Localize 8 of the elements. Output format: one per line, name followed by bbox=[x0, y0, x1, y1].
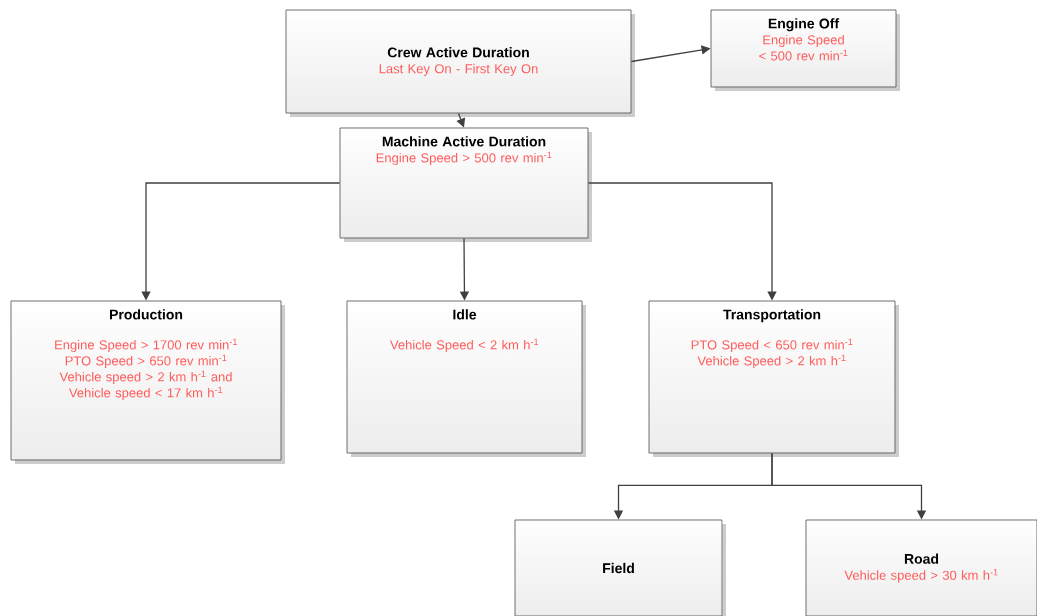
process-box: Production Engine Speed > 1700 rev min$^{-1}$ PTO Speed > 650 rev min$^{-1}$ Vehicle speed > 2 km h$^{-1}$ and Vehicle speed < 17 km h$^{-1}$ bbox=[10, 300, 285, 464]
process-box: Crew Active Duration Last Key On - First Key On bbox=[285, 9, 635, 117]
process-box: Machine Active Duration Engine Speed > 500 rev min$^{-1}$ bbox=[339, 127, 592, 242]
process-box: Transportation PTO Speed < 650 rev min$^{-1}$ Vehicle Speed > 2 km h$^{-1}$ bbox=[648, 300, 899, 457]
process-box: Road Vehicle speed > 30 km h$^{-1}$ bbox=[805, 519, 1037, 616]
process-box: Field bbox=[514, 519, 726, 616]
process-box: Engine Off Engine Speed < 500 rev min$^{-1}$ bbox=[710, 9, 900, 91]
process-box: Idle Vehicle Speed < 2 km h$^{-1}$ bbox=[346, 300, 586, 457]
